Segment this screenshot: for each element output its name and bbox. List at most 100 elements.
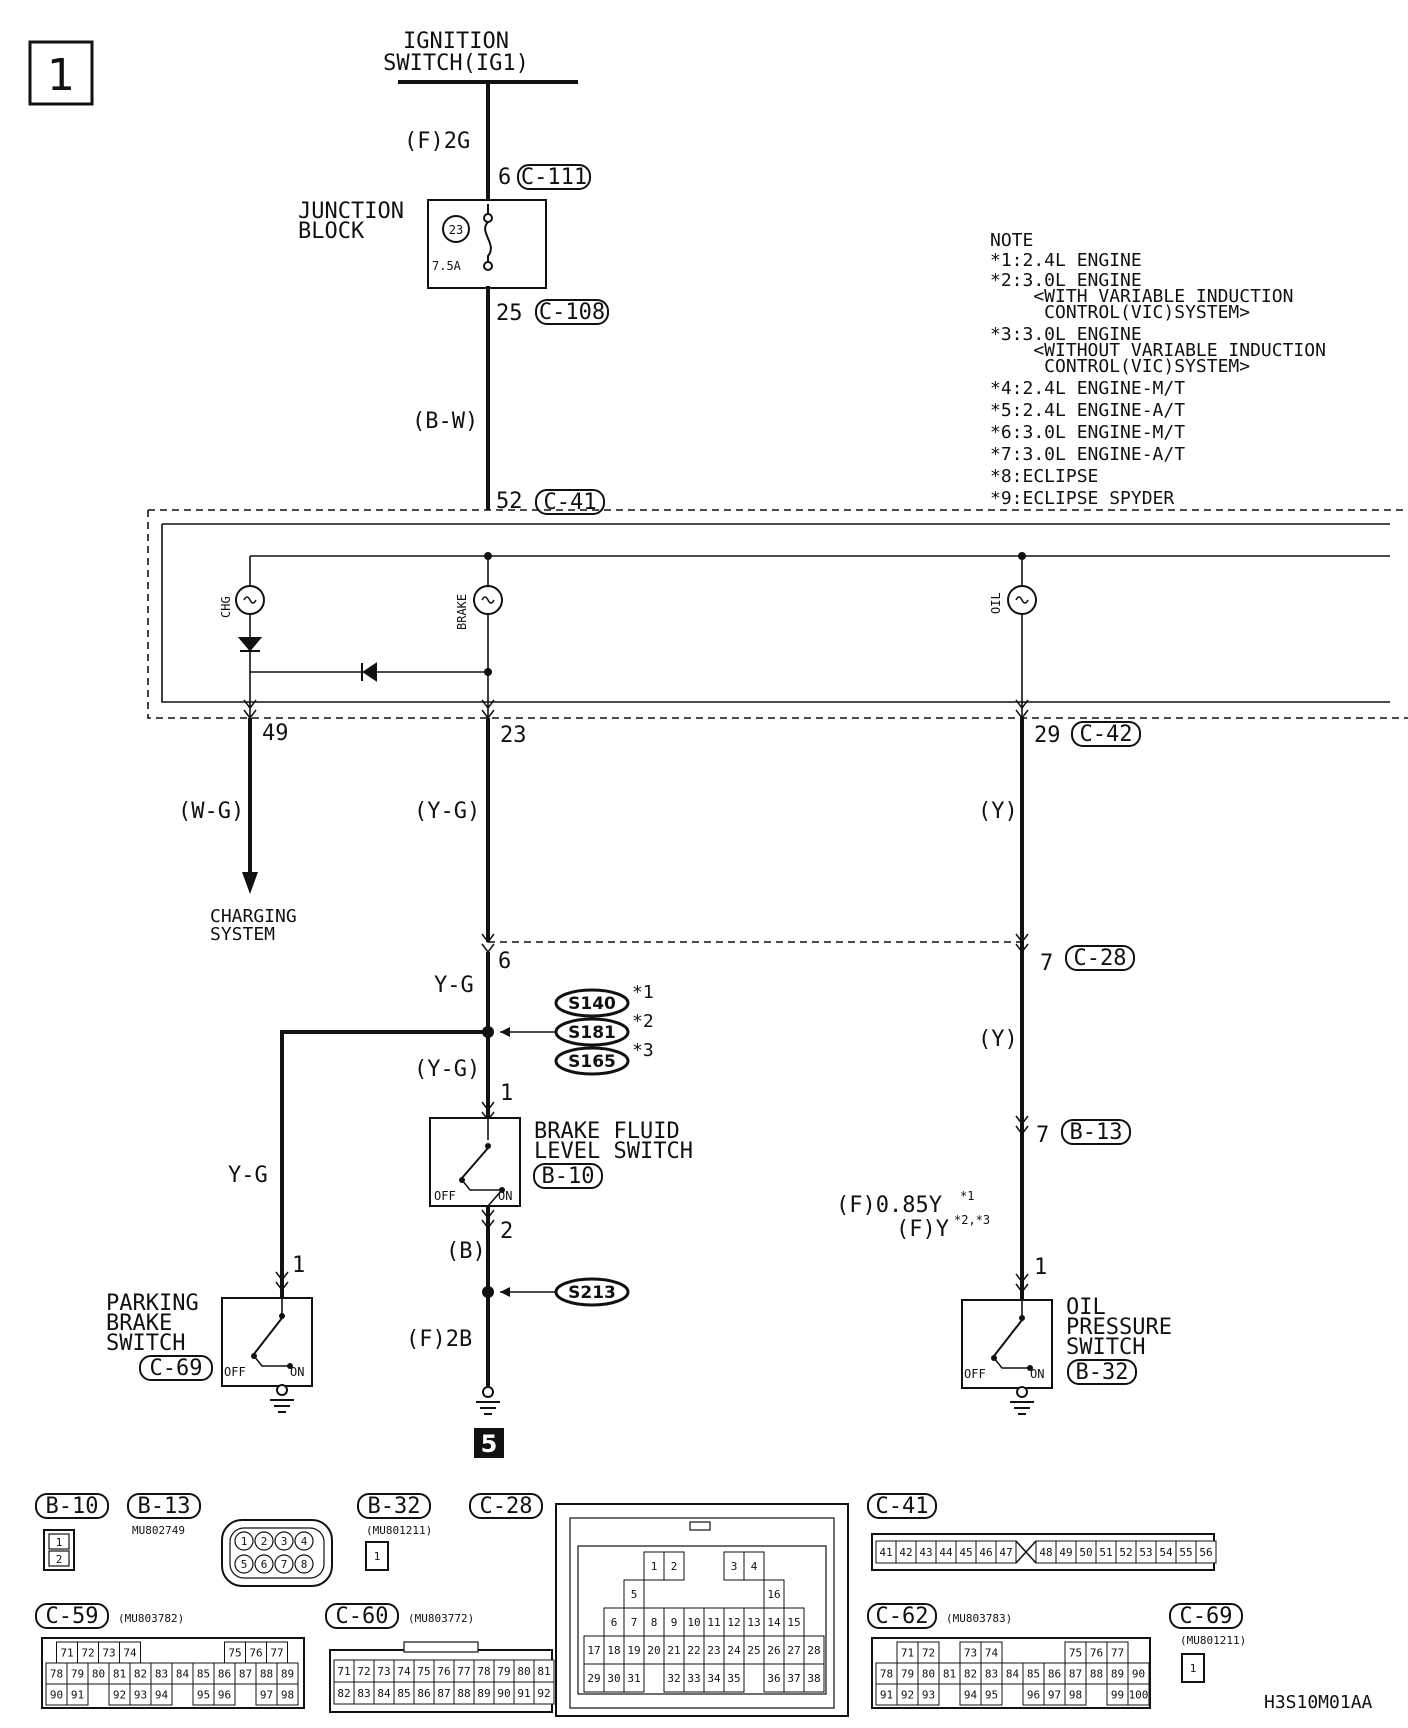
pin-number: 83	[155, 1668, 168, 1681]
legend-label-c60: C-60	[336, 1604, 389, 1629]
legend-part-c69: (MU801211)	[1180, 1634, 1246, 1647]
parking-brake-subtitle: BRAKE	[106, 1311, 172, 1336]
pin-number: 79	[901, 1668, 914, 1681]
section-ref: 5	[481, 1430, 498, 1458]
fuse-terminal-top	[483, 213, 493, 223]
pin-number: 85	[397, 1687, 410, 1700]
oil-pressure-subtitle: PRESSURE	[1066, 1315, 1172, 1340]
pin-number: 88	[457, 1687, 470, 1700]
connector-tag-c108	[535, 299, 609, 325]
pin-number: 48	[1039, 1546, 1052, 1559]
connector-c42-label: C-42	[1080, 722, 1133, 747]
switch-blade-icon	[993, 1319, 1023, 1357]
pin-number: 93	[134, 1689, 147, 1702]
pin-cell	[1127, 1683, 1150, 1706]
connector-b13-label: B-13	[1070, 1120, 1123, 1145]
pin-number: 32	[667, 1672, 680, 1685]
wire-yg-branch	[280, 1030, 488, 1300]
charging-arrow-icon	[242, 872, 258, 894]
note-line: CONTROL(VIC)SYSTEM>	[990, 356, 1250, 377]
pin-number: 1	[651, 1560, 658, 1573]
splice-label: S181	[568, 1023, 616, 1043]
pin-label: 7	[1036, 1123, 1049, 1148]
pin-number: 72	[922, 1647, 935, 1660]
pin-number: 17	[587, 1644, 600, 1657]
parking-brake-switch-box	[221, 1297, 313, 1387]
legend-tag-c41	[867, 1493, 937, 1519]
pin-cell	[917, 1683, 940, 1706]
pin-number: 19	[627, 1644, 640, 1657]
pin-number: 83	[985, 1668, 998, 1681]
legend-label-c69: C-69	[1180, 1604, 1233, 1629]
wire-label-y-2: (Y)	[978, 1027, 1018, 1052]
wire-size-label: (F)0.85Y	[836, 1193, 942, 1218]
legend-label-b32: B-32	[368, 1494, 421, 1519]
wire-label-f2b: (F)2B	[406, 1327, 472, 1352]
switch-blade-icon	[461, 1147, 489, 1179]
pin-number: 4	[301, 1535, 308, 1548]
link-diode-icon	[361, 662, 377, 682]
pin-label: 6	[498, 949, 511, 974]
switch-off-label: OFF	[224, 1365, 246, 1379]
switch-contact	[1027, 1365, 1033, 1371]
pin-number: 98	[1069, 1689, 1082, 1702]
note-line: *2:3.0L ENGINE	[990, 270, 1142, 291]
meter-inner-outline	[161, 523, 1390, 703]
pin-number: 91	[517, 1687, 530, 1700]
ground-terminal	[482, 1386, 494, 1398]
switch-on-label: ON	[290, 1365, 304, 1379]
lamp-label-oil: OIL	[989, 592, 1003, 614]
pin-number: 71	[901, 1647, 914, 1660]
note-line: <WITH VARIABLE INDUCTION	[990, 286, 1293, 307]
pin-number: 75	[417, 1665, 430, 1678]
ignition-title: IGNITION	[403, 29, 509, 54]
note-line: *3:3.0L ENGINE	[990, 324, 1142, 345]
pin-number: 35	[727, 1672, 740, 1685]
switch-off-label: OFF	[434, 1189, 456, 1203]
legend-tag-c59	[35, 1603, 109, 1629]
section-ref-box	[474, 1428, 504, 1458]
splice-pointer-arrow	[500, 1027, 510, 1037]
parking-brake-subtitle: SWITCH	[106, 1331, 185, 1356]
connector-arrow	[481, 1209, 495, 1230]
pin-label: 6	[498, 165, 511, 190]
pin-number: 92	[901, 1689, 914, 1702]
wire-label-wg: (W-G)	[178, 799, 244, 824]
note-title: NOTE	[990, 230, 1033, 251]
legend-tag-c60	[325, 1603, 399, 1629]
note-line: *9:ECLIPSE SPYDER	[990, 488, 1174, 509]
switch-contact	[287, 1363, 293, 1369]
pin-number: 8	[651, 1616, 658, 1629]
pin-number: 87	[239, 1668, 252, 1681]
pin-number: 52	[1119, 1546, 1132, 1559]
wire-label-yg: (Y-G)	[414, 799, 480, 824]
switch-pivot	[1019, 1315, 1025, 1321]
splice-note: *3	[632, 1040, 654, 1061]
ground-icon	[1010, 1401, 1034, 1415]
pin-number: 75	[228, 1647, 241, 1660]
connector-tag-c111	[517, 164, 591, 190]
pin-number: 80	[922, 1668, 935, 1681]
pin-number: 1	[241, 1535, 248, 1548]
wire-label-yg-branch: Y-G	[228, 1163, 268, 1188]
splice-oval	[554, 988, 630, 1018]
pin-number: 97	[260, 1689, 273, 1702]
splice-oval	[554, 1046, 630, 1076]
oil-pressure-switch-box	[961, 1299, 1053, 1389]
pin-number: 91	[71, 1689, 84, 1702]
pin-number: 77	[1111, 1647, 1124, 1660]
pin-number: 84	[176, 1668, 190, 1681]
wire-label-b: (B)	[446, 1239, 486, 1264]
pin-number: 24	[727, 1644, 741, 1657]
pin-number: 98	[281, 1689, 294, 1702]
connector-tag-b10	[533, 1163, 603, 1189]
wire-size-note: *1	[960, 1189, 974, 1203]
legend-label-c62: C-62	[876, 1604, 929, 1629]
ground-terminal	[1016, 1386, 1028, 1398]
connector-tag-c41	[535, 489, 605, 515]
fuse-number: 23	[449, 223, 463, 237]
pin-number: 97	[1048, 1689, 1061, 1702]
